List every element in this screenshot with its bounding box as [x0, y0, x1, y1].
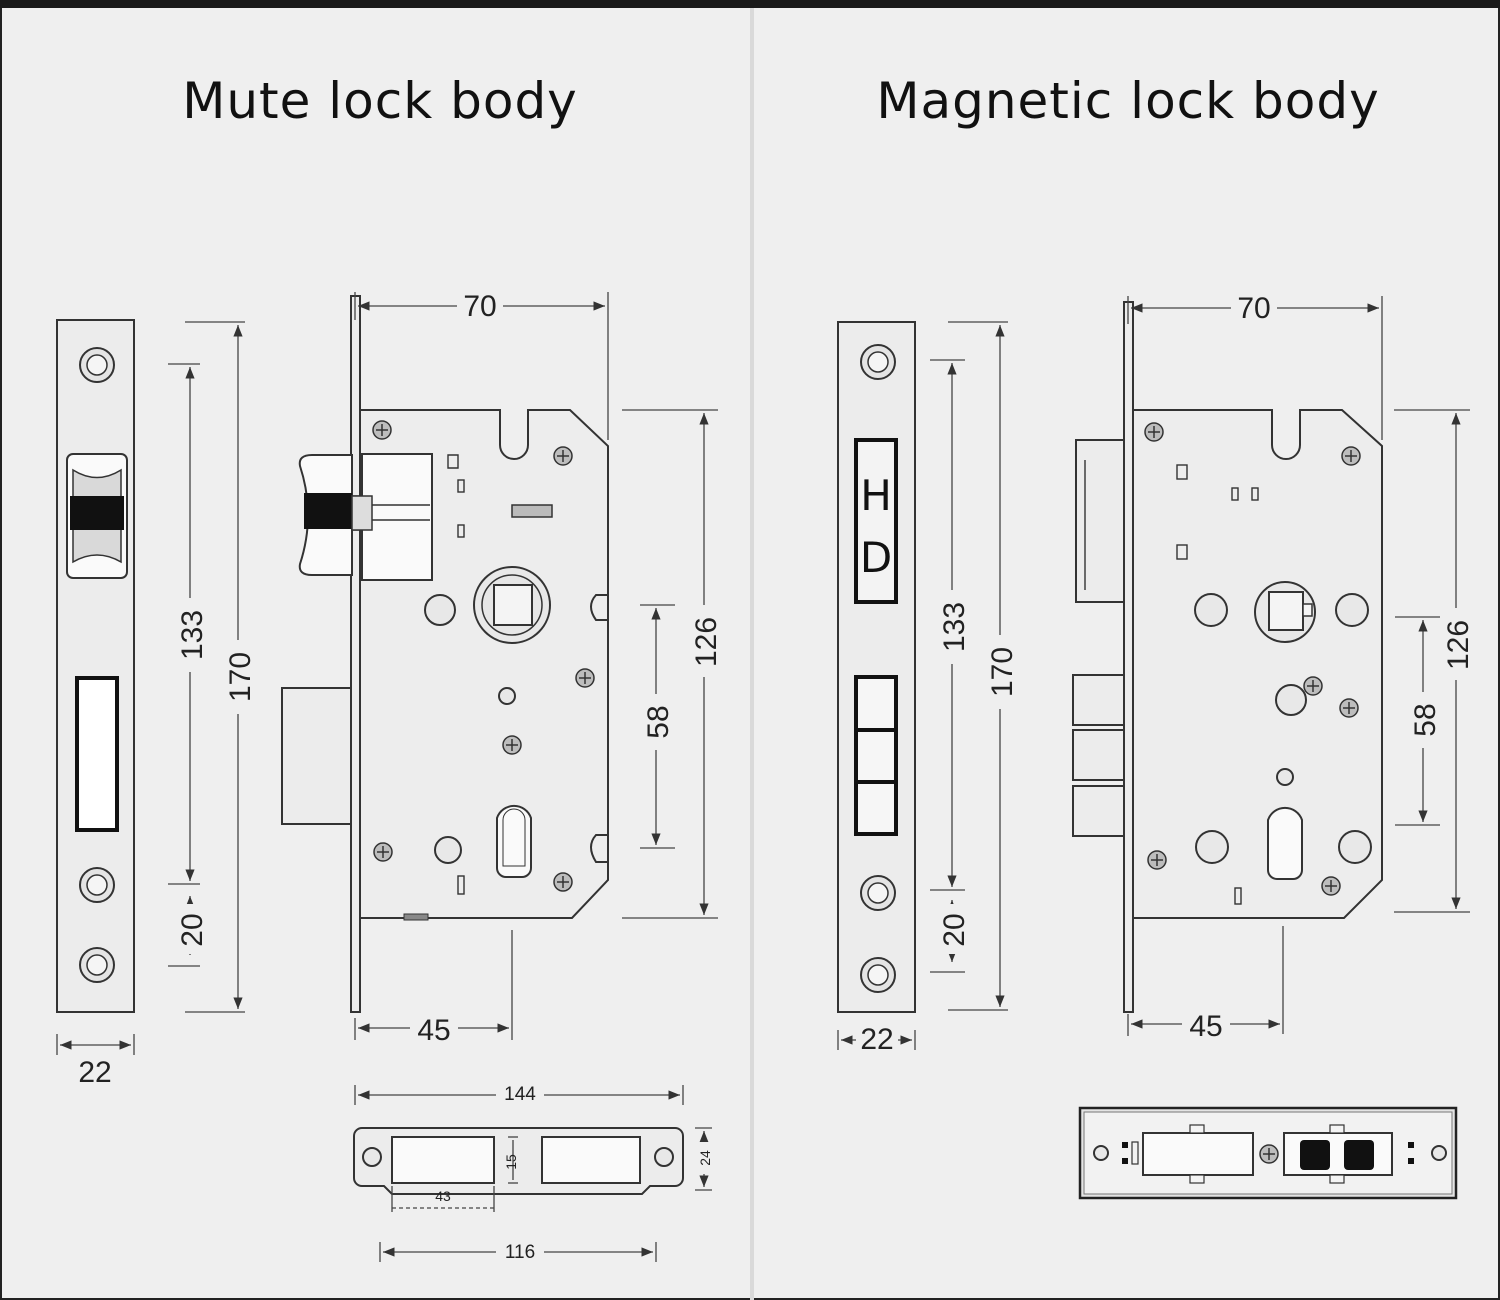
screw-icon	[1303, 676, 1323, 696]
lock-body-magnetic	[1072, 301, 1383, 1013]
screw-icon	[1339, 698, 1359, 718]
panel-magnetic: Magnetic lock body H D 170	[837, 72, 1475, 1200]
screw-icon	[1144, 422, 1164, 442]
lock-body-mute	[281, 295, 609, 1013]
screw-icon	[1259, 1144, 1279, 1164]
deadbolt-segment	[1072, 785, 1125, 837]
dim-strike-opening-w: 43	[435, 1188, 451, 1204]
magnet-block	[1300, 1140, 1330, 1170]
dim-hole-span: 133	[176, 610, 209, 660]
lock-case-magnetic	[1132, 409, 1383, 919]
faceplate-dimensions-magnetic: 170 133 20 22	[837, 321, 1019, 1056]
faceplate-mute	[56, 319, 135, 1013]
dim-hole-offset: 20	[176, 913, 209, 946]
dim-body-depth: 70	[463, 290, 496, 323]
dim-body-height: 126	[1442, 620, 1475, 670]
cylinder-hole	[1267, 806, 1303, 880]
dim-backset: 45	[417, 1014, 450, 1047]
screw-hole-icon	[362, 1147, 382, 1167]
dim-hole-span: 133	[938, 602, 971, 652]
dim-hole-offset: 20	[938, 913, 971, 946]
strike-plate-magnetic	[1078, 1106, 1458, 1200]
bolt-opening	[75, 676, 119, 832]
plate-label-d: D	[860, 533, 892, 582]
faceplate-magnetic: H D	[837, 321, 916, 1013]
dim-cyl-span: 58	[642, 705, 675, 738]
screw-icon	[575, 668, 595, 688]
dim-cyl-span: 58	[1409, 703, 1442, 736]
screw-hole-icon	[860, 875, 896, 911]
screw-icon	[1341, 446, 1361, 466]
screw-hole-icon	[1093, 1145, 1109, 1161]
dim-plate-width: 22	[78, 1056, 111, 1089]
dim-plate-height: 170	[224, 652, 257, 702]
bolt-opening-magnetic	[854, 675, 898, 836]
screw-hole-icon	[860, 344, 896, 380]
dim-plate-height: 170	[986, 647, 1019, 697]
panel-title-mute: Mute lock body	[182, 72, 578, 130]
deadbolt-segment	[1072, 674, 1125, 726]
screw-hole-icon	[79, 867, 115, 903]
screw-hole-icon	[79, 347, 115, 383]
panel-title-magnetic: Magnetic lock body	[876, 72, 1379, 130]
magnetic-latch	[1075, 439, 1125, 603]
screw-hole-icon	[79, 947, 115, 983]
screw-hole-icon	[860, 957, 896, 993]
dim-strike-length: 144	[504, 1084, 536, 1105]
screw-icon	[1147, 850, 1167, 870]
dim-strike-hole-span: 116	[505, 1242, 535, 1263]
screw-icon	[502, 735, 522, 755]
dim-strike-opening-h: 15	[503, 1154, 519, 1170]
screw-icon	[553, 872, 573, 892]
dim-body-height: 126	[690, 617, 723, 667]
screw-icon	[1321, 876, 1341, 896]
strike-plate-mute: 144 43 15 24 116	[353, 1080, 713, 1264]
latch-band	[70, 496, 124, 530]
deadbolt	[281, 687, 352, 825]
magnet-block	[1344, 1140, 1374, 1170]
body-dimensions-magnetic: 70 126 58 45	[1127, 288, 1475, 1043]
top-border	[0, 0, 1500, 8]
dim-backset: 45	[1189, 1010, 1222, 1043]
screw-icon	[373, 842, 393, 862]
dim-strike-height: 24	[697, 1150, 713, 1166]
panel-mute: Mute lock body 170 13	[56, 72, 723, 1264]
hd-label-box	[854, 438, 898, 604]
screw-hole-icon	[654, 1147, 674, 1167]
screw-icon	[372, 420, 392, 440]
cylinder-hole	[496, 804, 532, 878]
body-faceplate-edge	[350, 295, 361, 1013]
plate-label-h: H	[860, 471, 892, 520]
screw-hole-icon	[1431, 1145, 1447, 1161]
deadbolt-segment	[1072, 729, 1125, 781]
faceplate-dimensions-mute: 170 133 20 22	[56, 321, 257, 1089]
screw-icon	[553, 446, 573, 466]
body-dimensions-mute: 70 126 58 45	[354, 286, 723, 1047]
dim-body-depth: 70	[1237, 292, 1270, 325]
body-faceplate-edge	[1123, 301, 1134, 1013]
dim-plate-width: 22	[860, 1023, 893, 1056]
strike-opening	[1142, 1132, 1254, 1176]
